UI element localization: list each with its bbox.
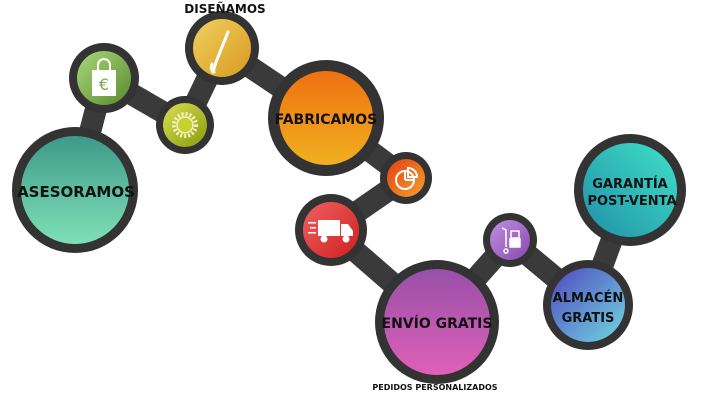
node-label-line-2: GRATIS [562,311,615,326]
node-label-line-1: ALMACÉN [553,290,624,306]
node-gear[interactable] [163,103,207,147]
node-asesoramos[interactable]: ASESORAMOS [17,136,135,244]
node-almacen-gratis[interactable]: ALMACÉN GRATIS [551,268,625,342]
pen-icon [209,30,230,74]
gear-icon [172,112,198,138]
node-pie[interactable] [387,159,425,197]
caption-pedidos-personalizados: PEDIDOS PERSONALIZADOS [372,383,497,392]
pie-chart-icon [395,166,419,190]
node-label: ASESORAMOS [17,183,135,201]
node-trolley[interactable] [490,220,530,260]
node-fabricamos[interactable]: FABRICAMOS [275,71,377,165]
node-pen[interactable] [193,19,251,77]
node-garantia-post-venta[interactable]: GARANTÍA POST-VENTA [583,143,677,237]
node-euro[interactable]: € [77,51,131,105]
node-envio-gratis[interactable]: ENVÍO GRATIS [382,269,493,375]
node-label: ENVÍO GRATIS [382,315,493,332]
svg-text:€: € [99,75,109,94]
hand-truck-icon [501,227,521,254]
label-disenamos: DISEÑAMOS [184,1,265,16]
shopping-bag-euro-icon: € [92,58,116,96]
node-label-line-1: GARANTÍA [592,176,667,192]
truck-icon [308,220,353,243]
node-truck[interactable] [303,202,359,258]
node-label-line-2: POST-VENTA [587,194,676,209]
node-label: FABRICAMOS [275,112,377,128]
